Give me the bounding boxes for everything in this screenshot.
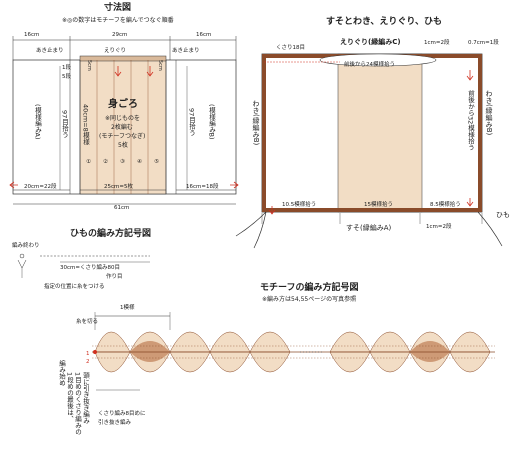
left-band-label: (模様編みA) [33, 104, 42, 140]
body-note-2: 2枚編む [111, 124, 133, 131]
side-right-label: わき(縁編みB) [485, 90, 493, 136]
dim-center-label: 29cm [112, 32, 128, 38]
side-pick-label: 前後から32模様拾う [466, 90, 475, 151]
total-width-label: 61cm [114, 205, 130, 211]
motif-chart-drawing [92, 312, 495, 391]
dim-right-label: 16cm [196, 32, 212, 38]
body-title: 身ごろ [108, 99, 138, 110]
motif-chart-title: モチーフの編み方記号図 [260, 283, 359, 293]
assembly-diagram-drawing [235, 53, 503, 249]
string-chart-title: ひもの編み方記号図 [70, 229, 152, 239]
motif-number-4: ④ [137, 159, 142, 165]
hem-label: すそ(縁編みA) [346, 224, 392, 232]
assembly-chain-label: くさり18目 [276, 45, 305, 51]
right-height-label: 97目拾う [187, 108, 196, 136]
body-note-1: ※同じものを [105, 115, 141, 122]
string-chart-drawing [17, 253, 150, 278]
neckline-label: えりぐり [104, 48, 127, 54]
neck-rows-label: 1cm=2段 [424, 40, 450, 46]
hem-rows-label: 1cm=2段 [426, 224, 452, 230]
bottom-b-label: 15模様拾う [364, 202, 393, 208]
body-note-3: (モチーフつなぎ) [99, 133, 146, 140]
bottom-right-label: 16cm=18段 [186, 184, 219, 190]
motif-number-3: ③ [120, 159, 125, 165]
bottom-c-label: 8.5模様拾う [430, 202, 461, 208]
motif-number-5: ⑤ [154, 159, 159, 165]
string-attach-label: 指定の位置に糸をつける [44, 284, 105, 290]
opening-right-label: あき止まり [172, 48, 200, 54]
size-diagram-drawing [9, 36, 239, 205]
neck-pick-label: 前後から24模様拾う [344, 62, 395, 68]
left-height-label: 97目拾う [60, 110, 69, 138]
five-cm-right-label: 5cm [157, 60, 163, 71]
size-diagram-title: 寸法図 [104, 3, 132, 13]
string-chain-label: 30cm=くさり編み80目 [60, 265, 120, 271]
bottom-left-label: 20cm=22段 [24, 184, 57, 190]
motif-number-1: ① [86, 159, 91, 165]
motif-number-2: ② [103, 159, 108, 165]
rows-5-label: 5段 [62, 74, 71, 80]
instruction-5: 引き抜き編み [98, 420, 132, 426]
dim-left-label: 16cm [24, 32, 40, 38]
neck-band-label: えりぐり(縁編みC) [340, 38, 401, 46]
row-number-1: 1 [86, 351, 90, 357]
bottom-a-label: 10.5模様拾う [282, 202, 317, 208]
motif-chart-note: ※編み方は54,55ページの写真参照 [262, 296, 357, 303]
string-label: ひも [496, 211, 510, 219]
size-diagram-note: ※◎の数字はモチーフを編んでつなぐ順番 [62, 17, 174, 24]
side-left-label: わき(縁編みB) [252, 100, 260, 146]
body-note-4: 5枚 [118, 142, 128, 149]
right-top-label: 0.7cm=1段 [468, 40, 499, 46]
instruction-1: 1段めの最後は、 [65, 372, 74, 422]
bottom-center-label: 25cm=5枚 [104, 184, 133, 190]
opening-left-label: あき止まり [36, 48, 64, 54]
right-band-label: (模様編みB) [207, 104, 216, 140]
assembly-title: すそとわき、えりぐり、ひも [326, 17, 443, 27]
row-number-2: 2 [86, 359, 90, 365]
one-pattern-label: 1模様 [120, 305, 135, 311]
center-height-label: 40cm=8模様 [81, 104, 90, 145]
instruction-4: くさり編み8目めに [98, 411, 146, 417]
string-make-label: 作り目 [106, 274, 123, 280]
instruction-3: 頭に引き抜き編み [81, 372, 90, 424]
start-label: 編み始め [57, 360, 66, 386]
instruction-2: 1目めのくさり編みの [73, 372, 82, 435]
rows-1-label: 1段 [62, 65, 71, 71]
string-end-label: 編み終わり [12, 243, 40, 249]
cut-yarn-label: 糸を切る [76, 319, 99, 325]
five-cm-left-label: 5cm [86, 60, 92, 71]
